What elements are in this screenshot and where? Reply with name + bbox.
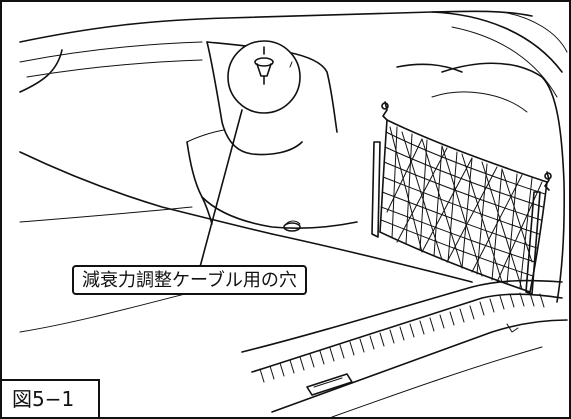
- shelf-edge-line: [26, 59, 203, 78]
- left-housing-edge: [186, 129, 225, 143]
- left-housing-top: [206, 41, 338, 133]
- sill-top-edge: [241, 279, 563, 353]
- right-panel-inner: [431, 91, 528, 113]
- left-quarter-panel: [19, 49, 63, 93]
- grommet-cap: [254, 57, 274, 67]
- latch-striker: [306, 373, 353, 396]
- trunk-lid-curve: [431, 11, 563, 73]
- cable-hole-tab: [285, 220, 301, 225]
- grommet-side-mark: [289, 61, 293, 68]
- left-net-hook: [382, 101, 388, 121]
- cable-hole-floor: [283, 222, 301, 232]
- cargo-net-bottom-edge: [379, 231, 531, 293]
- right-net-hook-ring: [544, 172, 552, 180]
- cargo-net-top-edge: [386, 119, 548, 183]
- sill-outer-edge: [331, 346, 543, 417]
- trunk-lid-inner-curve: [451, 26, 558, 98]
- trunk-floor-lip: [271, 233, 473, 283]
- callout-leader-line: [199, 109, 243, 268]
- left-wheel-housing: [206, 41, 303, 156]
- sill-lower-edge: [271, 319, 568, 413]
- cargo-net-mesh: [380, 126, 546, 290]
- trunk-floor-left-edge: [19, 151, 273, 235]
- cable-hole-callout-label: 減衰力調整ケーブル用の穴: [72, 265, 307, 295]
- latch-striker-inner: [313, 377, 343, 388]
- sill-clip: [506, 323, 519, 333]
- right-panel-outline: [441, 62, 565, 303]
- cargo-net-left-post: [371, 141, 381, 238]
- rear-shelf-outline: [19, 10, 533, 43]
- cargo-net-left-edge: [379, 119, 388, 233]
- left-net-hook-ring: [381, 102, 389, 110]
- trunk-lid-outer-edge: [501, 11, 568, 53]
- trunk-floor-left-lower: [19, 206, 193, 223]
- sill-ribs: [259, 292, 545, 383]
- left-housing-front: [186, 141, 358, 229]
- right-panel-upper-fold: [396, 63, 463, 73]
- figure-number-label: 図5−1: [2, 379, 100, 417]
- rear-shelf-inner-line: [19, 41, 203, 63]
